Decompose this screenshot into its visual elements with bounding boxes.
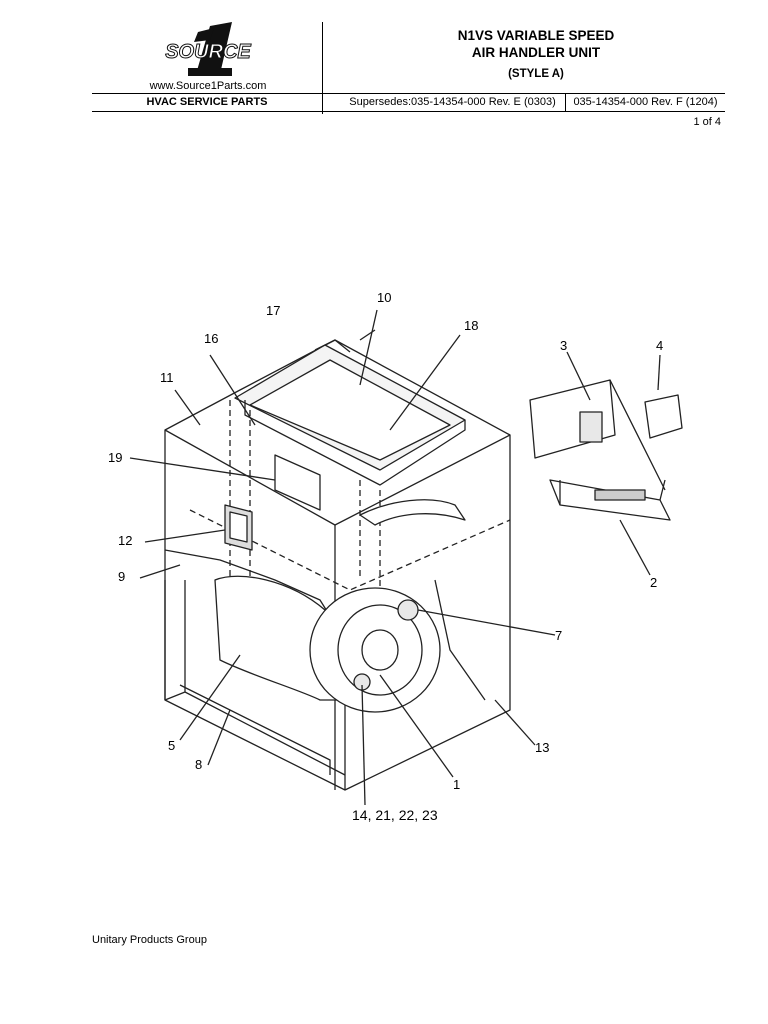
callout-11: 11 — [160, 370, 174, 385]
callout-1: 1 — [453, 777, 460, 792]
page-number: 1 of 4 — [693, 116, 721, 128]
doc-title-line2: AIR HANDLER UNIT — [471, 45, 601, 60]
callout-18: 18 — [464, 318, 478, 333]
supersedes-text: Supersedes:035-14354-000 Rev. E (0303) — [349, 96, 556, 108]
callout-17: 17 — [266, 303, 280, 318]
header-divider — [322, 22, 323, 114]
callout-3: 3 — [560, 338, 567, 353]
callout-9: 9 — [118, 569, 125, 584]
callout-5: 5 — [168, 738, 175, 753]
callout-13: 13 — [535, 740, 549, 755]
doc-title-style: (STYLE A) — [508, 68, 564, 80]
callout-19: 19 — [108, 450, 122, 465]
callout-14-21-22-23: 14, 21, 22, 23 — [352, 807, 438, 823]
callout-10: 10 — [377, 290, 391, 305]
exploded-parts-diagram: 10 17 18 16 11 3 4 19 12 9 2 7 5 8 13 1 … — [90, 280, 690, 830]
section-label: HVAC SERVICE PARTS — [146, 96, 268, 108]
callout-2: 2 — [650, 575, 657, 590]
header-row-divider — [565, 93, 566, 112]
callout-16: 16 — [204, 331, 218, 346]
callout-12: 12 — [118, 533, 132, 548]
callout-4: 4 — [656, 338, 663, 353]
footer-company: Unitary Products Group — [92, 934, 207, 946]
doc-title-line1: N1VS VARIABLE SPEED — [457, 28, 615, 43]
source1-logo: SOURCE — [165, 22, 252, 76]
website-url[interactable]: www.Source1Parts.com — [149, 80, 267, 92]
air-handler-drawing: 10 17 18 16 11 3 4 19 12 9 2 7 5 8 13 1 … — [108, 290, 683, 823]
logo-text: SOURCE — [165, 41, 251, 63]
logo-block: SOURCE www.Source1Parts.com — [92, 22, 324, 94]
document-number: 035-14354-000 Rev. F (1204) — [573, 96, 718, 108]
callout-8: 8 — [195, 757, 202, 772]
callout-7: 7 — [555, 628, 562, 643]
header-rule-bottom — [92, 111, 725, 112]
logo-numeral-shape — [196, 22, 232, 74]
header-rule-top — [92, 93, 725, 94]
